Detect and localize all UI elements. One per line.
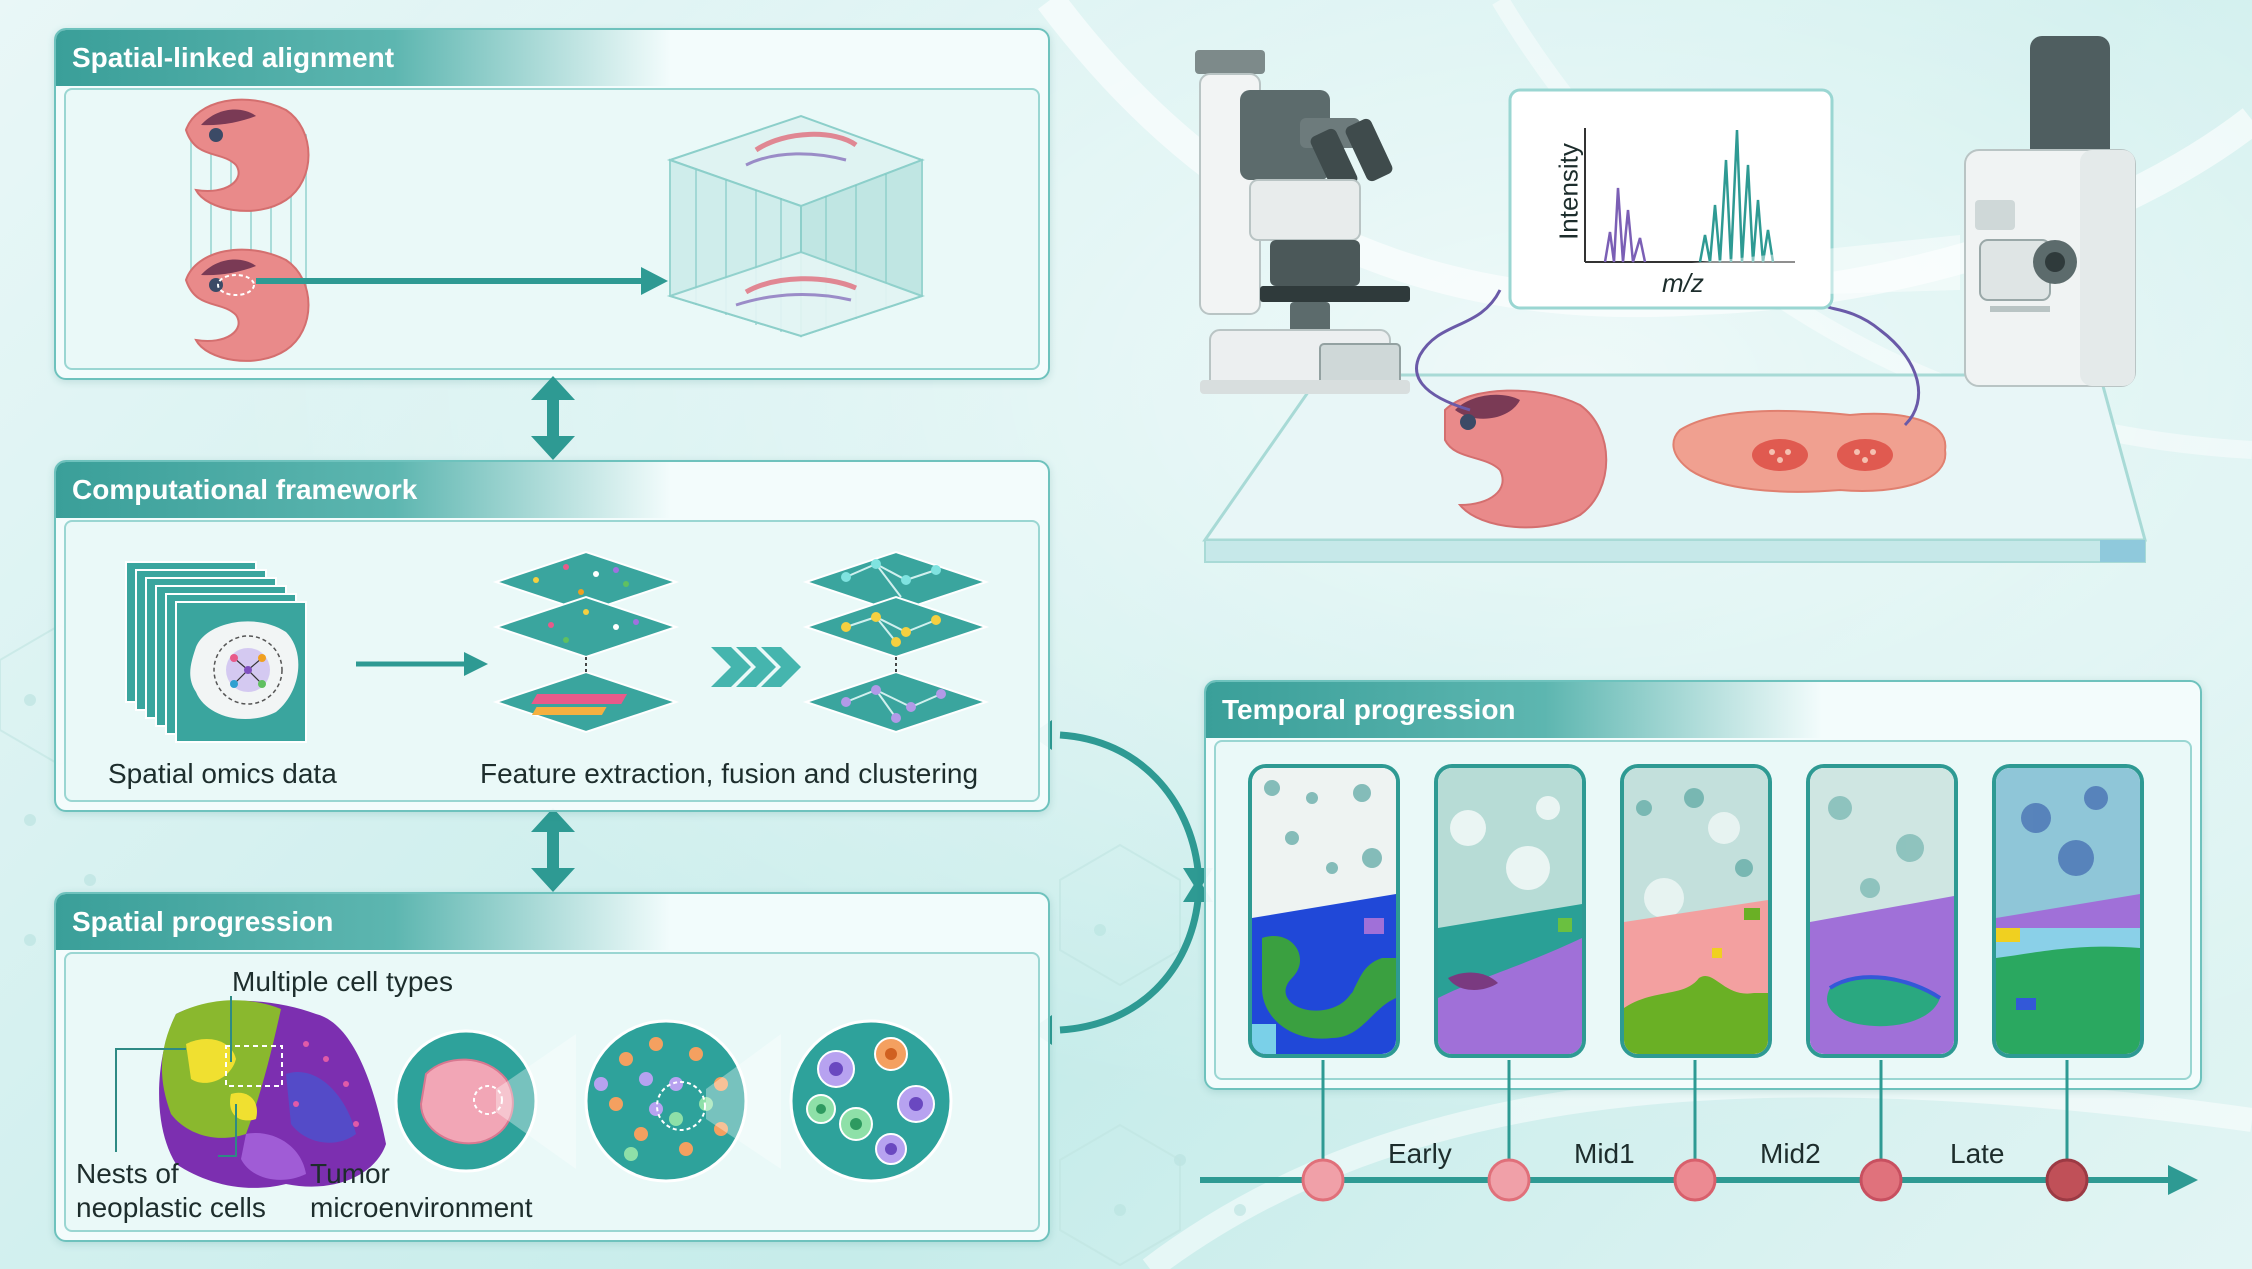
tissue-section-bottom — [184, 248, 310, 362]
panel-title: Temporal progression — [1206, 682, 1823, 738]
tissue-map-image — [1810, 768, 1954, 1054]
zoom-beam — [706, 1034, 781, 1169]
nests-label-line1: Nests of — [76, 1158, 179, 1189]
timeline-stage-mid2: Mid2 — [1760, 1138, 1821, 1169]
timeline-stage-late: Late — [1950, 1138, 2005, 1169]
graph-layers — [802, 550, 990, 734]
aligned-3d-cube — [666, 114, 926, 338]
computational-framework-panel: Computational framework — [54, 460, 1050, 812]
tissue-map-card-2 — [1434, 764, 1586, 1058]
timeline-stage-early: Early — [1388, 1138, 1452, 1169]
tissue-map-card-5 — [1992, 764, 2144, 1058]
spatial-omics-caption: Spatial omics data — [108, 758, 337, 789]
spatial-progression-illustration — [115, 996, 953, 1188]
tissue-map-image — [1252, 768, 1396, 1054]
tumor-label-line2: microenvironment — [310, 1192, 533, 1223]
multiple-cell-types-label: Multiple cell types — [232, 966, 453, 997]
tissue-map-image — [1438, 768, 1582, 1054]
spatial-linked-alignment-panel: Spatial-linked alignment — [54, 28, 1050, 380]
framework-illustration — [125, 550, 990, 743]
tissue-section-top — [184, 98, 310, 212]
tissue-map-image — [1624, 768, 1768, 1054]
tumor-cell-type-map — [159, 1000, 386, 1188]
tumor-label-line1: Tumor — [310, 1158, 390, 1189]
callout-lines — [115, 996, 237, 1157]
temporal-progression-panel: Temporal progression — [1204, 680, 2202, 1090]
feature-layers — [492, 550, 680, 734]
spectrum-x-label: m/z — [1662, 268, 1704, 298]
spatial-progression-panel: Spatial progression — [54, 892, 1050, 1242]
timeline-stage-mid1: Mid1 — [1574, 1138, 1635, 1169]
panel-title: Spatial-linked alignment — [56, 30, 672, 86]
alignment-illustration — [184, 98, 926, 362]
tissue-map-card-4 — [1806, 764, 1958, 1058]
chevron-forward-icon — [711, 647, 801, 687]
single-cell-zoom-circle — [789, 1019, 953, 1183]
tumor-zoom-circle — [394, 1029, 538, 1173]
cell-zoom-circle — [584, 1019, 748, 1183]
panel-title: Computational framework — [56, 462, 672, 518]
alignment-arrowhead — [641, 267, 668, 295]
tissue-map-card-3 — [1620, 764, 1772, 1058]
spectrum-y-label: Intensity — [1553, 143, 1584, 240]
spatial-omics-slides — [125, 561, 307, 743]
zoom-beam — [496, 1034, 576, 1169]
feature-extraction-caption: Feature extraction, fusion and clusterin… — [480, 758, 979, 789]
nests-label-line2: neoplastic cells — [76, 1192, 266, 1223]
tissue-map-card-1 — [1248, 764, 1400, 1058]
tissue-map-image — [1996, 768, 2140, 1054]
panel-title: Spatial progression — [56, 894, 672, 950]
